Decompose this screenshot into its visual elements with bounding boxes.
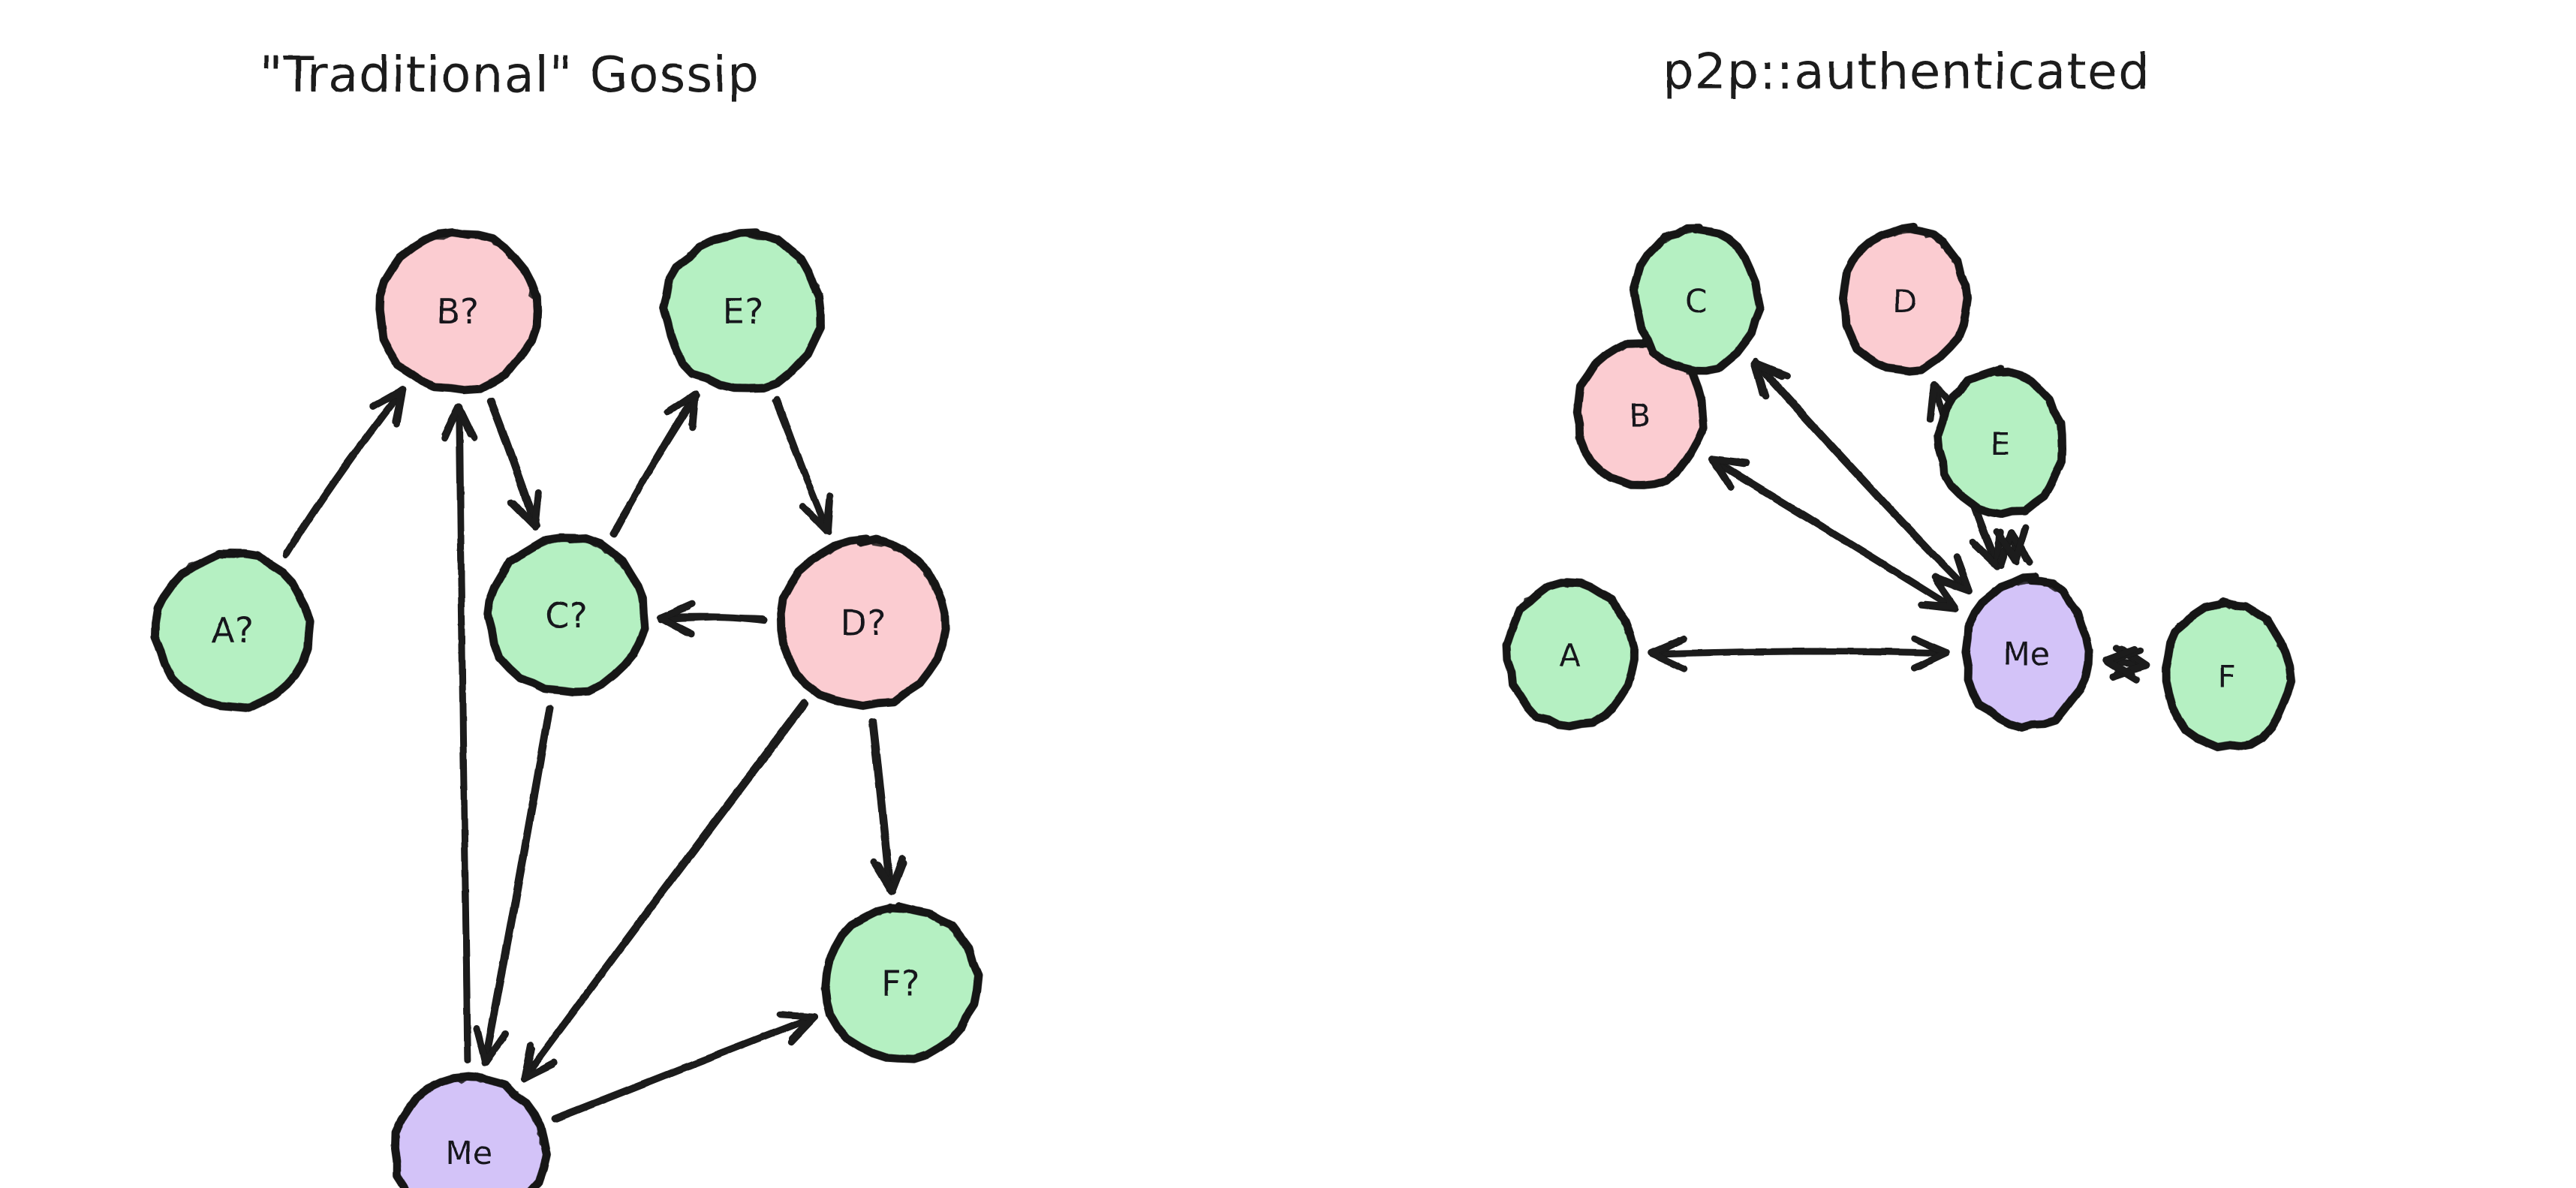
node-traditional-gossip-C[interactable]: C? bbox=[483, 534, 649, 696]
node-circle-overstroke bbox=[400, 231, 538, 301]
edge-p2p-authenticated-Me-E bbox=[1993, 525, 2034, 570]
node-label: F? bbox=[881, 963, 920, 1003]
node-circle-overstroke bbox=[2175, 600, 2290, 660]
node-traditional-gossip-F[interactable]: F? bbox=[821, 902, 983, 1063]
node-circle-overstroke bbox=[686, 230, 823, 303]
edge-traditional-gossip-C-Me bbox=[473, 704, 554, 1066]
node-label: D? bbox=[841, 603, 886, 643]
node-circle-overstroke bbox=[1519, 579, 1633, 639]
edge-traditional-gossip-E-D bbox=[772, 396, 834, 534]
node-traditional-gossip-Me[interactable]: Me bbox=[388, 1070, 553, 1188]
node-label: E bbox=[1990, 426, 2010, 462]
node-traditional-gossip-B[interactable]: B? bbox=[375, 228, 542, 395]
node-label: Me bbox=[2003, 636, 2050, 672]
node-label: Me bbox=[445, 1135, 492, 1171]
node-circle-overstroke bbox=[510, 536, 643, 603]
node-circle-overstroke bbox=[799, 537, 945, 604]
panel-title-group-p2p-authenticated: p2p::authenticated bbox=[1663, 43, 2150, 101]
node-label: A bbox=[1559, 637, 1581, 674]
edge-p2p-authenticated-Me-B bbox=[1708, 455, 1959, 612]
edge-p2p-authenticated-Me-C bbox=[1750, 358, 1973, 595]
edge-traditional-gossip-C-E bbox=[609, 389, 700, 538]
node-traditional-gossip-A[interactable]: A? bbox=[149, 547, 315, 714]
edge-p2p-authenticated-Me-F bbox=[2102, 645, 2150, 684]
edge-traditional-gossip-B-C bbox=[486, 397, 542, 531]
panel-title: "Traditional" Gossip bbox=[260, 46, 760, 104]
node-p2p-authenticated-F[interactable]: F bbox=[2161, 597, 2296, 751]
node-p2p-authenticated-Me[interactable]: Me bbox=[1961, 573, 2093, 732]
node-circle-overstroke bbox=[169, 550, 310, 611]
node-circle-overstroke bbox=[1645, 227, 1756, 287]
node-traditional-gossip-D[interactable]: D? bbox=[776, 534, 950, 710]
edge-traditional-gossip-D-F bbox=[868, 717, 907, 895]
titles-layer: "Traditional" Gossip p2p::authenticated bbox=[260, 43, 2150, 104]
node-label: F bbox=[2218, 658, 2237, 695]
node-circle-overstroke bbox=[1950, 368, 2062, 426]
node-label: B bbox=[1629, 397, 1651, 434]
node-label: B? bbox=[437, 291, 480, 332]
node-circle-overstroke bbox=[1860, 227, 1968, 290]
node-circle-overstroke bbox=[416, 1076, 544, 1145]
edge-traditional-gossip-Me-B bbox=[441, 403, 478, 1064]
panel-title: p2p::authenticated bbox=[1663, 43, 2150, 101]
node-label: D bbox=[1893, 283, 1918, 320]
node-traditional-gossip-E[interactable]: E? bbox=[658, 227, 827, 394]
edge-traditional-gossip-D-Me bbox=[520, 699, 809, 1083]
node-p2p-authenticated-D[interactable]: D bbox=[1839, 222, 1973, 376]
edge-traditional-gossip-D-C bbox=[656, 600, 768, 637]
node-label: C? bbox=[545, 595, 588, 636]
node-label: E? bbox=[723, 291, 763, 332]
node-label: C bbox=[1685, 283, 1708, 320]
node-p2p-authenticated-C[interactable]: C bbox=[1629, 224, 1765, 375]
edges-layer bbox=[283, 358, 2150, 1123]
edge-traditional-gossip-A-B bbox=[283, 386, 407, 559]
node-circle-overstroke bbox=[841, 905, 976, 967]
edge-p2p-authenticated-Me-A bbox=[1648, 635, 1950, 672]
node-p2p-authenticated-A[interactable]: A bbox=[1502, 578, 1639, 731]
panel-title-group-traditional-gossip: "Traditional" Gossip bbox=[260, 46, 760, 104]
node-circle-overstroke bbox=[1980, 578, 2090, 641]
node-label: A? bbox=[212, 610, 254, 651]
edge-traditional-gossip-Me-F bbox=[551, 1010, 818, 1123]
node-p2p-authenticated-E[interactable]: E bbox=[1934, 365, 2066, 519]
